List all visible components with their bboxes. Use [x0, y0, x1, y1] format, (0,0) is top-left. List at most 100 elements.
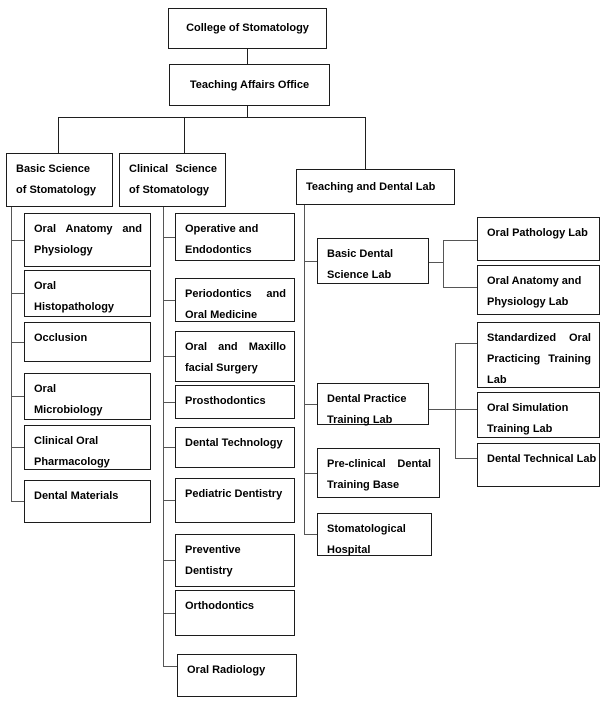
node-oral-simulation-training-lab: Oral Simulation Training Lab: [477, 392, 600, 438]
node-label: Dental Materials: [34, 490, 119, 502]
connector-tick: [163, 499, 175, 501]
node-oral-and-maxillofacial-surgery: Oral and Maxillo facial Surgery: [175, 331, 295, 382]
node-label: Dental Practice: [327, 393, 407, 405]
node-label: Clinical Oral: [34, 435, 99, 447]
node-periodontics-and-oral-medicine: Periodontics and Oral Medicine: [175, 278, 295, 322]
connector-drop-clinical-science: [184, 117, 186, 153]
node-operative-and-endodontics: Operative and Endodontics: [175, 213, 295, 261]
node-label: Hospital: [327, 544, 371, 556]
connector-tick: [304, 403, 317, 405]
node-label: Standardized Oral: [487, 332, 591, 344]
node-label: Oral Medicine: [185, 309, 258, 321]
node-label: Physiology: [34, 244, 93, 256]
node-label: College of Stomatology: [186, 22, 309, 34]
connector-tick: [11, 293, 24, 295]
connector-tick: [443, 239, 477, 241]
node-teaching-and-dental-lab: Teaching and Dental Lab: [296, 169, 455, 205]
node-dental-technical-lab: Dental Technical Lab: [477, 443, 600, 487]
node-teaching-affairs-office: Teaching Affairs Office: [169, 64, 330, 106]
node-occlusion: Occlusion: [24, 322, 151, 362]
connector-college-to-affairs: [246, 49, 248, 64]
node-label: Science Lab: [327, 269, 392, 281]
node-label: Dental Technology: [185, 437, 283, 449]
node-oral-anatomy-and-physiology: Oral Anatomy and Physiology: [24, 213, 151, 267]
node-label: of Stomatology: [129, 184, 210, 196]
connector-tick: [11, 341, 24, 343]
node-label: of Stomatology: [16, 184, 97, 196]
node-label: Dentistry: [185, 565, 233, 577]
node-prosthodontics: Prosthodontics: [175, 385, 295, 419]
connector-tick: [455, 457, 477, 459]
node-oral-pathology-lab: Oral Pathology Lab: [477, 217, 600, 261]
connector-tick: [163, 612, 175, 614]
connector-tick: [163, 447, 175, 449]
connector-dental-practice-out: [429, 408, 477, 410]
node-pre-clinical-dental-training-base: Pre-clinical Dental Training Base: [317, 448, 440, 498]
connector-affairs-drop: [246, 106, 248, 117]
node-label: Basic Dental: [327, 248, 394, 260]
node-oral-radiology: Oral Radiology: [177, 654, 297, 697]
connector-tick: [455, 343, 477, 345]
node-label: Practicing Training: [487, 353, 591, 365]
node-oral-histopathology: Oral Histopathology: [24, 270, 151, 317]
node-label: Periodontics and: [185, 288, 286, 300]
node-college-of-stomatology: College of Stomatology: [168, 8, 327, 49]
connector-tick: [304, 260, 317, 262]
node-label: Clinical Science: [129, 163, 217, 175]
node-label: Lab: [487, 374, 507, 386]
node-label: Preventive: [185, 544, 241, 556]
connector-basic-dental-bracket: [443, 239, 445, 288]
node-label: Pharmacology: [34, 456, 110, 468]
node-label: Pediatric Dentistry: [185, 488, 283, 500]
node-label: Occlusion: [34, 332, 88, 344]
node-label: Operative and: [185, 223, 259, 235]
connector-tick: [163, 299, 175, 301]
node-label: Physiology Lab: [487, 296, 569, 308]
connector-tick: [304, 472, 317, 474]
node-label: Endodontics: [185, 244, 252, 256]
node-oral-microbiology: Oral Microbiology: [24, 373, 151, 420]
node-label: facial Surgery: [185, 362, 258, 374]
connector-tick: [163, 236, 175, 238]
node-clinical-science-of-stomatology: Clinical Science of Stomatology: [119, 153, 226, 207]
node-label: Oral Radiology: [187, 664, 266, 676]
connector-tick: [11, 447, 24, 449]
node-standardized-oral-practicing-training-lab: Standardized Oral Practicing Training La…: [477, 322, 600, 388]
connector-tick: [163, 356, 175, 358]
node-label: Pre-clinical Dental: [327, 458, 431, 470]
connector-basic-science-spine: [11, 207, 13, 502]
connector-drop-teaching-lab: [364, 117, 366, 169]
node-label: Teaching and Dental Lab: [306, 180, 436, 193]
node-label: Training Lab: [487, 423, 553, 435]
node-label: Training Lab: [327, 414, 393, 426]
connector-tick: [304, 533, 317, 535]
node-label: Oral and Maxillo: [185, 341, 286, 353]
node-label: Basic Science: [16, 163, 90, 175]
connector-tick: [11, 396, 24, 398]
connector-tick: [163, 401, 175, 403]
node-label: Oral Pathology Lab: [487, 227, 588, 239]
node-dental-materials: Dental Materials: [24, 480, 151, 523]
node-label: Orthodontics: [185, 600, 255, 612]
node-label: Oral Anatomy and: [34, 223, 142, 235]
node-oral-anatomy-and-physiology-lab: Oral Anatomy and Physiology Lab: [477, 265, 600, 315]
node-label: Oral Simulation: [487, 402, 569, 414]
node-basic-science-of-stomatology: Basic Science of Stomatology: [6, 153, 113, 207]
node-preventive-dentistry: Preventive Dentistry: [175, 534, 295, 587]
node-basic-dental-science-lab: Basic Dental Science Lab: [317, 238, 429, 284]
node-label: Training Base: [327, 479, 400, 491]
node-label: Histopathology: [34, 301, 115, 313]
node-dental-practice-training-lab: Dental Practice Training Lab: [317, 383, 429, 426]
node-pediatric-dentistry: Pediatric Dentistry: [175, 478, 295, 523]
node-stomatological-hospital: Stomatological Hospital: [317, 513, 432, 556]
node-label: Oral: [34, 383, 57, 395]
node-label: Microbiology: [34, 404, 103, 416]
node-label: Stomatological: [327, 523, 406, 535]
connector-tick: [443, 287, 477, 289]
connector-drop-basic-science: [58, 117, 60, 153]
connector-tick: [11, 500, 24, 502]
node-label: Dental Technical Lab: [487, 453, 597, 465]
node-clinical-oral-pharmacology: Clinical Oral Pharmacology: [24, 425, 151, 470]
node-label: Oral: [34, 280, 57, 292]
